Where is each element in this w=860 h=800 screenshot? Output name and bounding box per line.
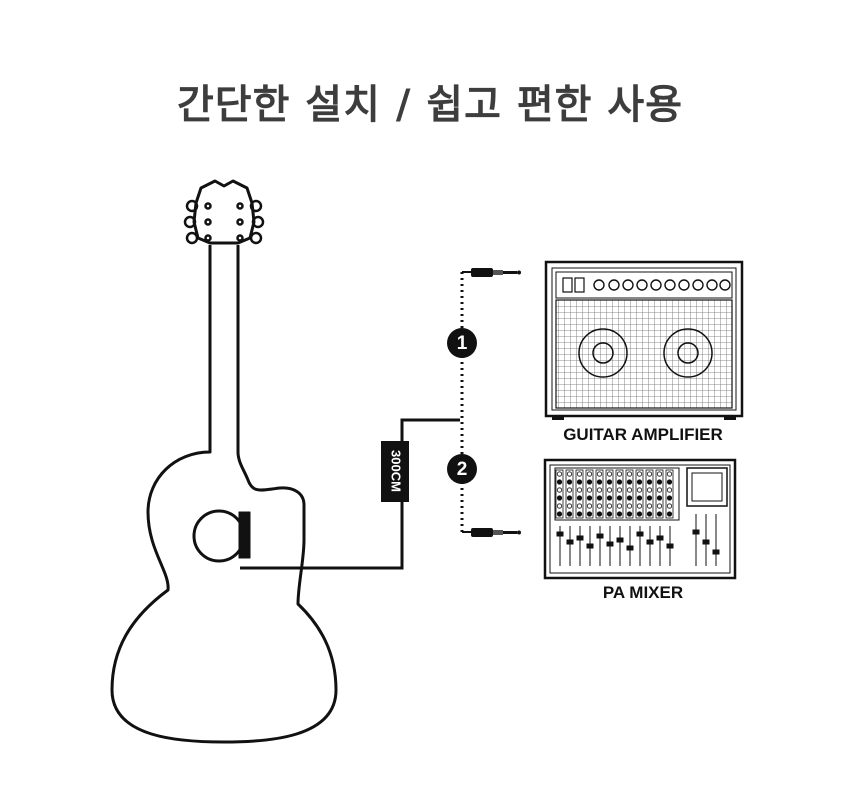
mixer-label: PA MIXER: [603, 583, 683, 602]
cable-length-tag: 300CM: [381, 441, 409, 502]
step-2-badge: 2: [447, 454, 477, 484]
svg-text:2: 2: [457, 459, 468, 480]
acoustic-guitar-icon: [110, 179, 338, 744]
svg-text:1: 1: [457, 333, 468, 354]
page-title: 간단한 설치 / 쉽고 편한 사용: [176, 82, 684, 128]
amplifier-label: GUITAR AMPLIFIER: [563, 425, 723, 444]
guitar-cable: [240, 418, 460, 570]
cable-length-label: 300CM: [389, 450, 404, 492]
pa-mixer-icon: [543, 458, 737, 580]
jack-plug-icon-lower: [462, 528, 521, 537]
step-1-badge: 1: [447, 328, 477, 358]
jack-plug-icon-upper: [462, 268, 521, 277]
guitar-amplifier-icon: [544, 260, 744, 420]
